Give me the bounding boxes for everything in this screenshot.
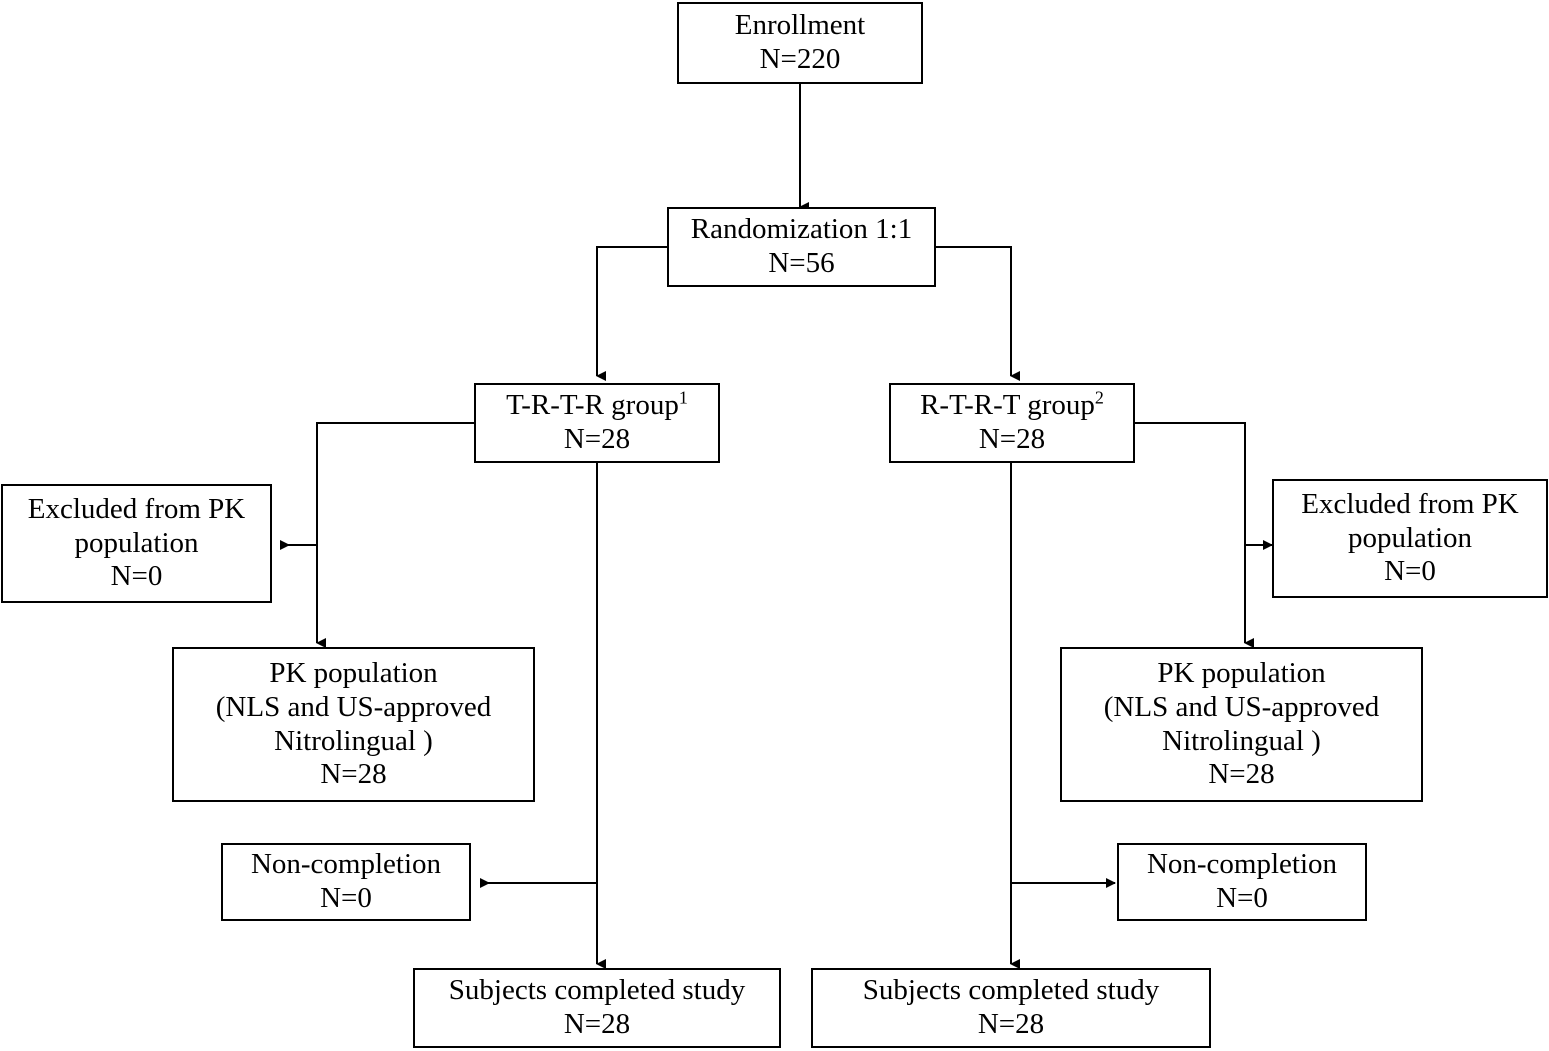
node-randomization-count: N=56 [768,247,835,279]
node-enrollment-count: N=220 [759,43,841,75]
node-noncompletion-left-label: Non-completion [250,848,442,881]
node-excluded-left[interactable]: Excluded from PK population N=0 [1,484,272,603]
node-excluded-left-line2: population [74,526,199,559]
node-excluded-right-line2: population [1347,521,1473,554]
node-noncompletion-left[interactable]: Non-completion N=0 [221,843,471,921]
edge-left-group-to-pk-population [316,422,474,648]
node-excluded-left-line1: Excluded from PK [27,493,246,526]
node-pk-population-right[interactable]: PK population (NLS and US-approved Nitro… [1060,647,1423,802]
node-noncompletion-left-count: N=0 [320,882,372,914]
node-pk-population-left-line2: (NLS and US-approved [215,690,492,723]
node-randomization-label: Randomization 1:1 [690,213,913,246]
node-completed-left-count: N=28 [563,1008,631,1040]
node-completed-left[interactable]: Subjects completed study N=28 [413,968,781,1048]
node-group-t-r-t-r-superscript: 1 [678,387,688,408]
node-pk-population-right-line2: (NLS and US-approved [1103,690,1380,723]
node-group-r-t-r-t-superscript: 2 [1094,387,1104,408]
node-group-r-t-r-t-text: R-T-R-T group [920,389,1095,422]
node-completed-right[interactable]: Subjects completed study N=28 [811,968,1211,1048]
node-group-t-r-t-r[interactable]: T-R-T-R group1 N=28 [474,383,720,463]
node-pk-population-right-count: N=28 [1208,758,1275,791]
edge-randomization-to-right-group [936,246,1020,381]
node-excluded-right-line1: Excluded from PK [1301,488,1519,521]
node-pk-population-left-line3: Nitrolingual ) [274,724,433,757]
node-enrollment-label: Enrollment [734,9,866,42]
node-pk-population-left-count: N=28 [320,758,387,791]
node-excluded-right[interactable]: Excluded from PK population N=0 [1272,479,1548,598]
node-excluded-left-count: N=0 [110,560,163,593]
node-group-t-r-t-r-text: T-R-T-R group [506,389,679,422]
node-excluded-right-count: N=0 [1384,555,1436,588]
node-completed-right-label: Subjects completed study [862,974,1160,1007]
edge-randomization-to-left-group [596,246,667,381]
node-completed-left-label: Subjects completed study [448,974,746,1007]
node-completed-right-count: N=28 [977,1008,1045,1040]
node-group-r-t-r-t[interactable]: R-T-R-T group2 N=28 [889,383,1135,463]
node-randomization[interactable]: Randomization 1:1 N=56 [667,207,936,287]
node-group-r-t-r-t-count: N=28 [978,423,1046,455]
node-pk-population-right-line1: PK population [1157,657,1326,690]
node-noncompletion-right-label: Non-completion [1146,848,1338,881]
node-pk-population-left[interactable]: PK population (NLS and US-approved Nitro… [172,647,535,802]
node-group-t-r-t-r-count: N=28 [563,423,631,455]
edge-right-group-to-pk-population [1135,422,1254,648]
node-group-t-r-t-r-label: T-R-T-R group1 [506,389,688,423]
node-enrollment[interactable]: Enrollment N=220 [677,2,923,84]
node-pk-population-right-line3: Nitrolingual ) [1162,724,1321,757]
node-noncompletion-right-count: N=0 [1216,882,1268,914]
node-pk-population-left-line1: PK population [269,657,438,690]
node-noncompletion-right[interactable]: Non-completion N=0 [1117,843,1367,921]
node-group-r-t-r-t-label: R-T-R-T group2 [920,389,1104,423]
